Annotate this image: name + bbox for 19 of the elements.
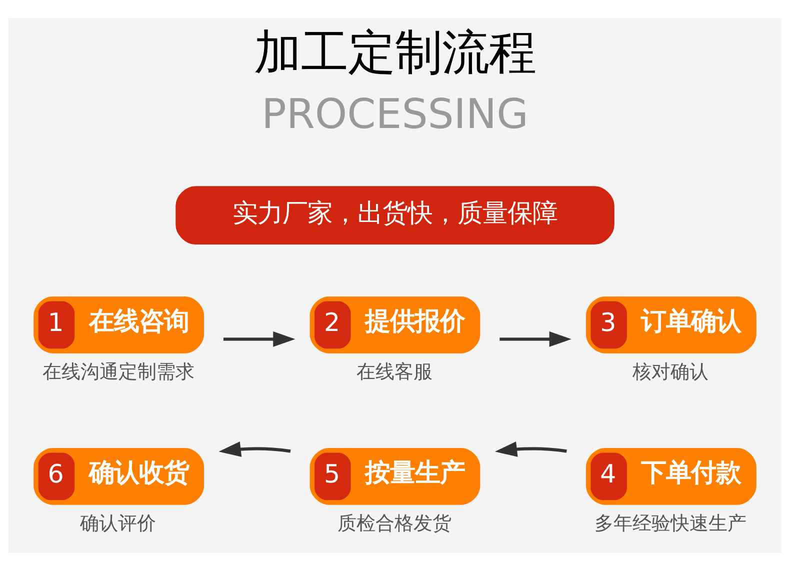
node-label: 在线客服 [356, 360, 432, 382]
arrow [218, 440, 291, 456]
node-box: 4 下单付款 [586, 448, 756, 504]
arrow [500, 330, 572, 346]
node-label: 多年经验快速生产 [594, 512, 747, 534]
arrow [494, 440, 567, 456]
node-label: 在线沟通定制需求 [42, 360, 194, 382]
node-box: 1 在线咨询 [34, 296, 204, 353]
diagram-title: 加工定制流程 [254, 25, 536, 80]
node-box: 实力厂家，出货快，质量保障 [176, 186, 614, 244]
node-box: 6 确认收货 [34, 448, 204, 504]
arrow [223, 330, 296, 346]
node-label: 质检合格发货 [337, 512, 452, 534]
node-box: 2 提供报价 [310, 296, 480, 353]
node-label: 核对确认 [632, 360, 709, 382]
node-box: 3 订单确认 [586, 296, 756, 353]
node-label: 确认评价 [80, 512, 156, 534]
node-box: 5 按量生产 [310, 448, 480, 504]
label: PROCESSING [262, 90, 528, 138]
